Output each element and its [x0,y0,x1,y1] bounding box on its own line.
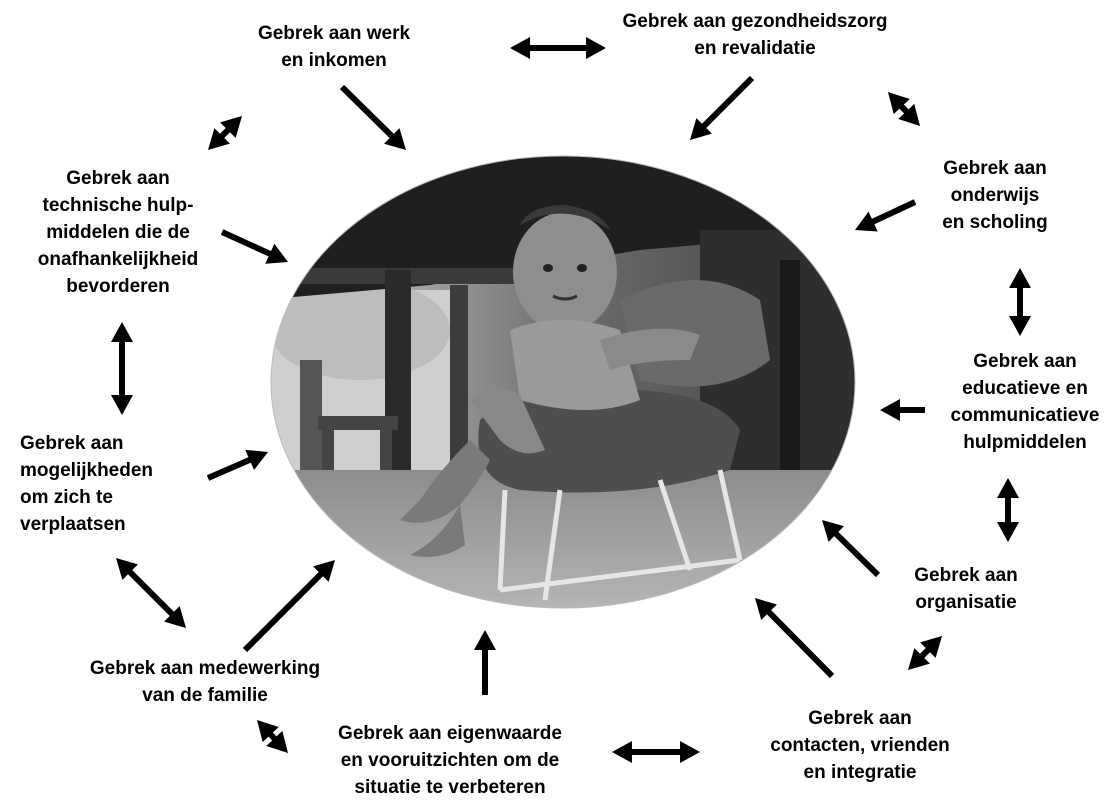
arrow-verplaatsen-to-photo [208,450,268,478]
arrow-gezondheid-to-photo [690,78,752,140]
arrow-eigenwaarde-contacten [612,741,700,763]
arrow-educatief-organisatie [997,478,1019,542]
arrow-onderwijs-educatief [1009,268,1031,336]
arrow-eigenwaarde-to-photo [474,630,496,695]
arrow-werk-technisch [208,116,242,150]
arrow-familie-to-photo [245,560,335,650]
arrow-contacten-to-photo [755,598,832,676]
arrow-educatief-to-photo [880,399,925,421]
child-in-chair-photo [260,150,870,620]
arrow-onderwijs-to-photo [855,202,915,232]
arrow-technisch-to-photo [222,232,288,264]
arrow-werk-to-photo [342,87,406,150]
arrow-organisatie-contacten [908,636,942,670]
arrow-werk-gezondheid [510,37,606,59]
arrow-gezondheid-onderwijs [888,92,920,126]
arrow-verplaatsen-familie [116,558,186,628]
arrow-familie-eigenwaarde [257,720,288,753]
arrow-technisch-verplaatsen [111,322,133,415]
arrow-organisatie-to-photo [822,520,878,575]
